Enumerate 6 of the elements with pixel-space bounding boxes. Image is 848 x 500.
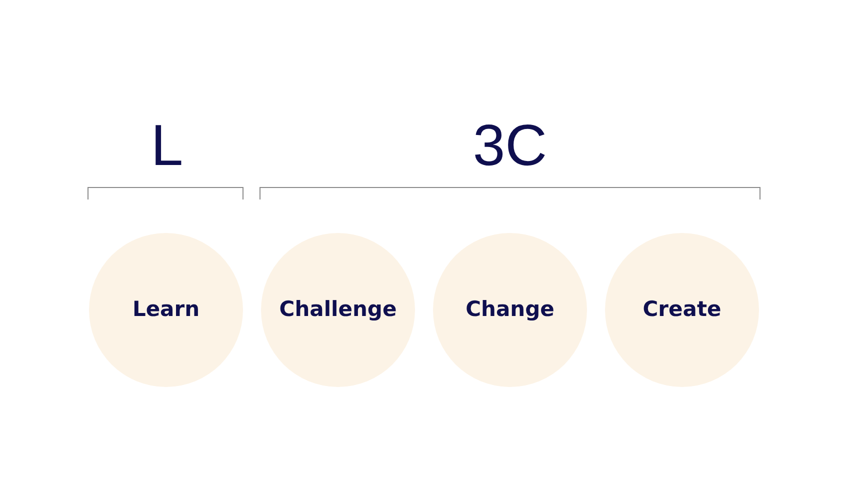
stage-label: Challenge: [279, 297, 397, 323]
stage-label: Learn: [132, 297, 200, 323]
group-heading: L: [150, 117, 184, 175]
stage-label: Create: [642, 297, 722, 323]
group-heading: 3C: [472, 117, 548, 175]
stage-label: Change: [466, 297, 554, 323]
